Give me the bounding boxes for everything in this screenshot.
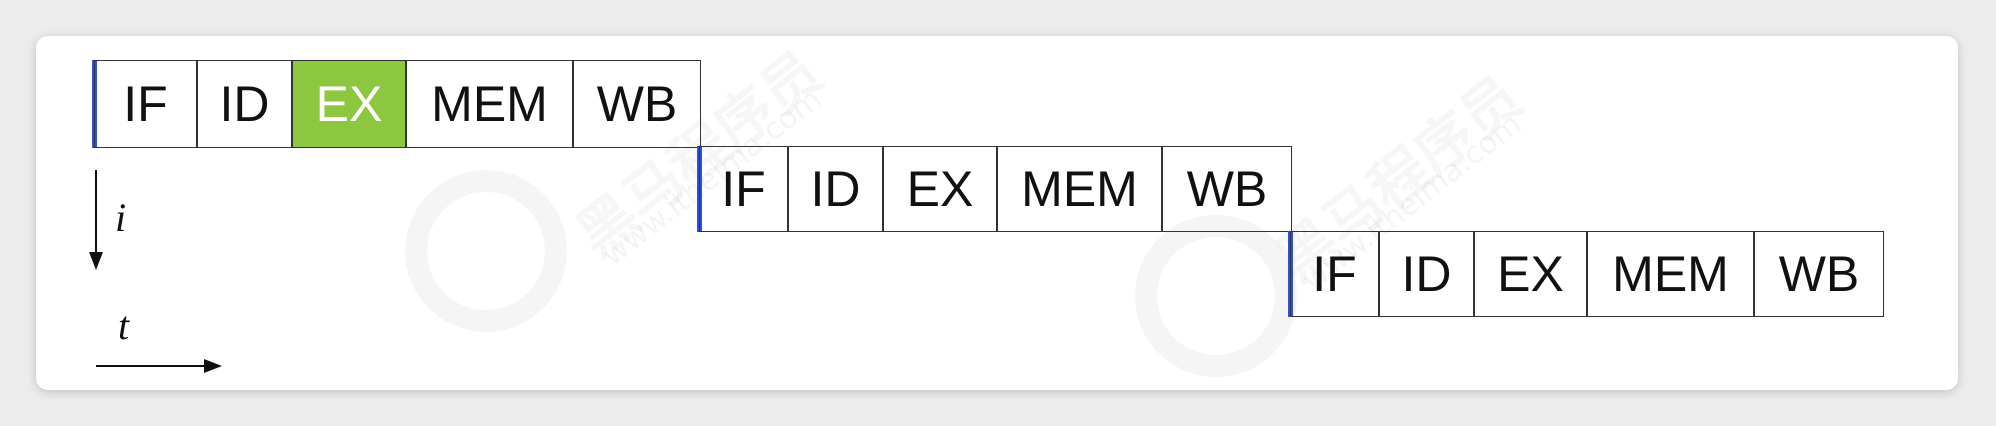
stage-cell: EX xyxy=(883,146,997,232)
stage-cell: IF xyxy=(1290,231,1379,317)
stage-cell-highlighted: EX xyxy=(292,60,406,148)
horizontal-axis-arrow-icon xyxy=(96,359,222,373)
stage-cell: ID xyxy=(197,60,292,148)
vertical-axis-label: i xyxy=(115,195,127,240)
stage-cell: MEM xyxy=(1587,231,1754,317)
stage-cell: ID xyxy=(1379,231,1474,317)
stage-cell: WB xyxy=(1754,231,1884,317)
stage-cell: MEM xyxy=(406,60,573,148)
stage-cell: IF xyxy=(94,60,197,148)
watermark-logo-icon xyxy=(405,170,567,332)
stage-cell: ID xyxy=(788,146,883,232)
stage-cell: WB xyxy=(573,60,701,148)
diagram-card: 黑马程序员 www.itheima.com 黑马程序员 www.itheima.… xyxy=(36,36,1958,390)
stage-cell: WB xyxy=(1162,146,1292,232)
stage-cell: MEM xyxy=(997,146,1162,232)
stage-cell: EX xyxy=(1474,231,1587,317)
vertical-axis-arrow-icon xyxy=(89,170,103,270)
horizontal-axis-label: t xyxy=(118,303,130,348)
stage-cell: IF xyxy=(699,146,788,232)
